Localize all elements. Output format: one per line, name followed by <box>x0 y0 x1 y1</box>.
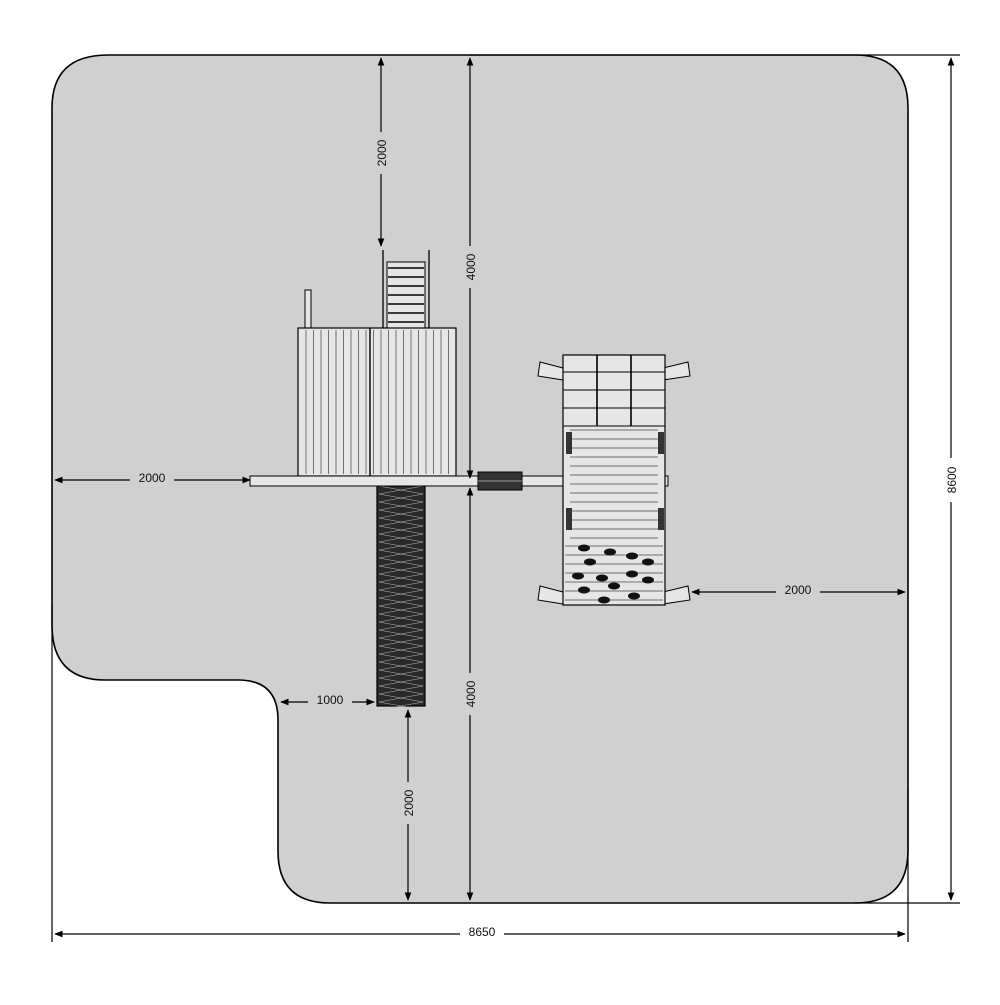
net-strand <box>378 549 424 559</box>
net-strand <box>378 533 424 543</box>
net-strand <box>378 581 424 591</box>
dim-left-clearance: 2000 <box>139 471 166 485</box>
climbing-hold <box>572 572 584 580</box>
dim-top-clearance: 2000 <box>375 139 389 166</box>
net-strand <box>378 653 424 663</box>
net-strand <box>378 693 424 703</box>
net-strand <box>378 637 424 647</box>
climbing-hold <box>642 576 654 584</box>
net-strand <box>378 517 424 527</box>
net-strand <box>378 501 424 511</box>
tower-structure <box>297 250 457 477</box>
dimension-lines: 2000 4000 4000 2000 2000 1000 2000 8650 <box>51 54 961 942</box>
net-strand <box>378 677 424 687</box>
net-strand <box>378 557 424 567</box>
climbing-hold <box>642 558 654 566</box>
ladder <box>382 250 430 329</box>
net-strand <box>378 525 424 535</box>
net-strand <box>378 669 424 679</box>
dim-total-height: 8600 <box>945 466 959 493</box>
net-strand <box>378 597 424 607</box>
net-strand <box>378 541 424 551</box>
handrail-post <box>304 289 312 331</box>
net-strand <box>378 621 424 631</box>
net-strand <box>378 629 424 639</box>
net-strand <box>378 701 424 711</box>
frame-bracket <box>566 432 572 454</box>
climbing-hold <box>604 548 616 556</box>
frame-bracket <box>566 508 572 530</box>
net-strand <box>378 661 424 671</box>
net-strand <box>378 565 424 575</box>
net-strand <box>378 485 424 495</box>
climbing-net <box>376 479 426 711</box>
climbing-hold <box>626 552 638 560</box>
climbing-hold <box>598 596 610 604</box>
dim-bottom-clearance: 2000 <box>402 789 416 816</box>
climbing-hold <box>578 544 590 552</box>
swing-frame <box>537 354 691 606</box>
net-strand <box>378 645 424 655</box>
frame-bracket <box>658 508 664 530</box>
net-strand <box>378 613 424 623</box>
climbing-hold <box>596 574 608 582</box>
climbing-hold <box>584 558 596 566</box>
dim-right-clearance: 2000 <box>785 583 812 597</box>
net-strand <box>378 589 424 599</box>
dim-lower-half: 4000 <box>464 680 478 707</box>
frame-bracket <box>658 432 664 454</box>
tower-roof <box>297 327 457 477</box>
dim-total-width: 8650 <box>469 925 496 939</box>
dim-notch-offset: 1000 <box>317 693 344 707</box>
net-strand <box>378 573 424 583</box>
net-strand <box>378 685 424 695</box>
net-strand <box>378 493 424 503</box>
climbing-hold <box>608 582 620 590</box>
climbing-hold <box>628 592 640 600</box>
net-strand <box>378 605 424 615</box>
climbing-hold <box>578 586 590 594</box>
net-strand <box>378 509 424 519</box>
dim-upper-half: 4000 <box>464 253 478 280</box>
climbing-wall <box>572 544 654 604</box>
climbing-hold <box>626 570 638 578</box>
